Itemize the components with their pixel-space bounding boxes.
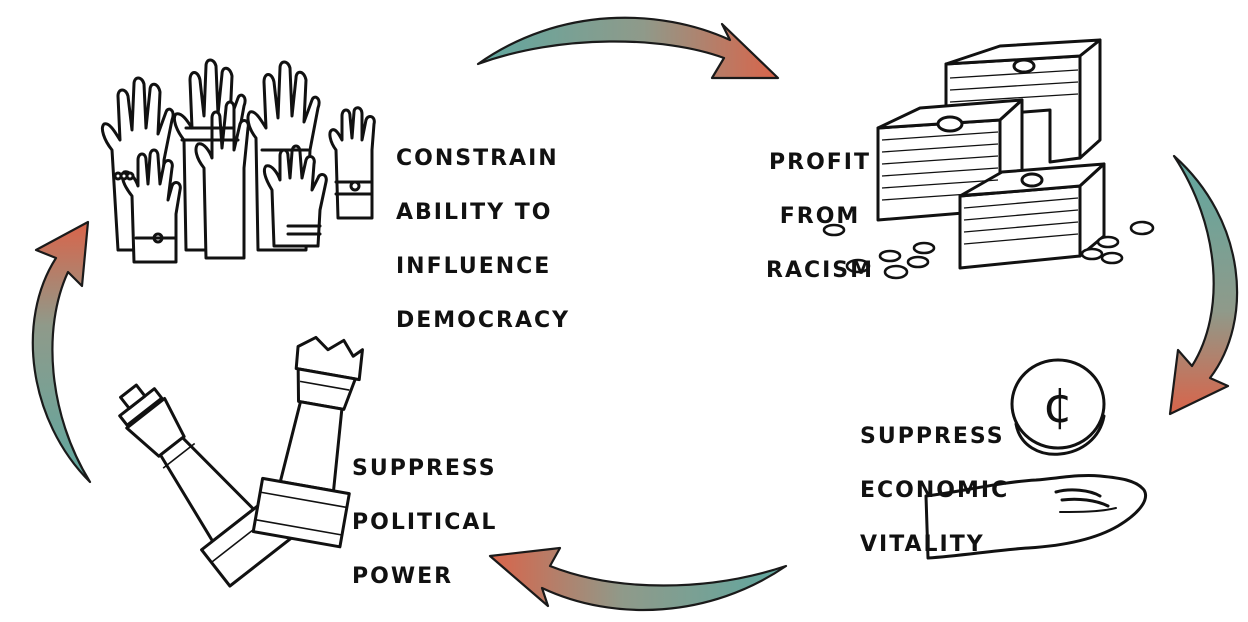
arrow-right xyxy=(1168,154,1239,416)
coin-in-hand-icon: ¢ xyxy=(924,358,1147,560)
stage-label-suppress-economic: SUPPRESS ECONOMIC VITALITY xyxy=(860,396,1009,585)
coin-symbol: ¢ xyxy=(1043,378,1074,434)
label-line: INFLUENCE xyxy=(396,254,552,279)
fallen-chess-pieces-icon xyxy=(118,335,364,588)
label-line: POWER xyxy=(352,564,454,589)
stage-label-suppress-political: SUPPRESS POLITICAL POWER xyxy=(352,428,497,617)
label-line: SUPPRESS xyxy=(860,424,1005,449)
label-line: FROM xyxy=(779,204,861,229)
stage-label-profit: PROFIT FROM RACISM xyxy=(766,122,874,311)
label-line: RACISM xyxy=(766,258,875,283)
label-line: ABILITY TO xyxy=(396,200,553,225)
label-line: ECONOMIC xyxy=(860,478,1010,503)
label-line: POLITICAL xyxy=(352,510,498,535)
raised-hands-icon xyxy=(100,58,376,264)
arrow-top xyxy=(476,16,780,80)
stage-label-constrain: CONSTRAIN ABILITY TO INFLUENCE DEMOCRACY xyxy=(396,118,570,361)
label-line: PROFIT xyxy=(769,150,872,175)
arrow-left xyxy=(31,220,92,484)
label-line: VITALITY xyxy=(860,532,985,557)
label-line: SUPPRESS xyxy=(352,456,497,481)
arrow-bottom xyxy=(488,546,788,612)
label-line: CONSTRAIN xyxy=(396,146,559,171)
money-stacks-icon xyxy=(822,38,1155,280)
label-line: DEMOCRACY xyxy=(396,308,571,333)
